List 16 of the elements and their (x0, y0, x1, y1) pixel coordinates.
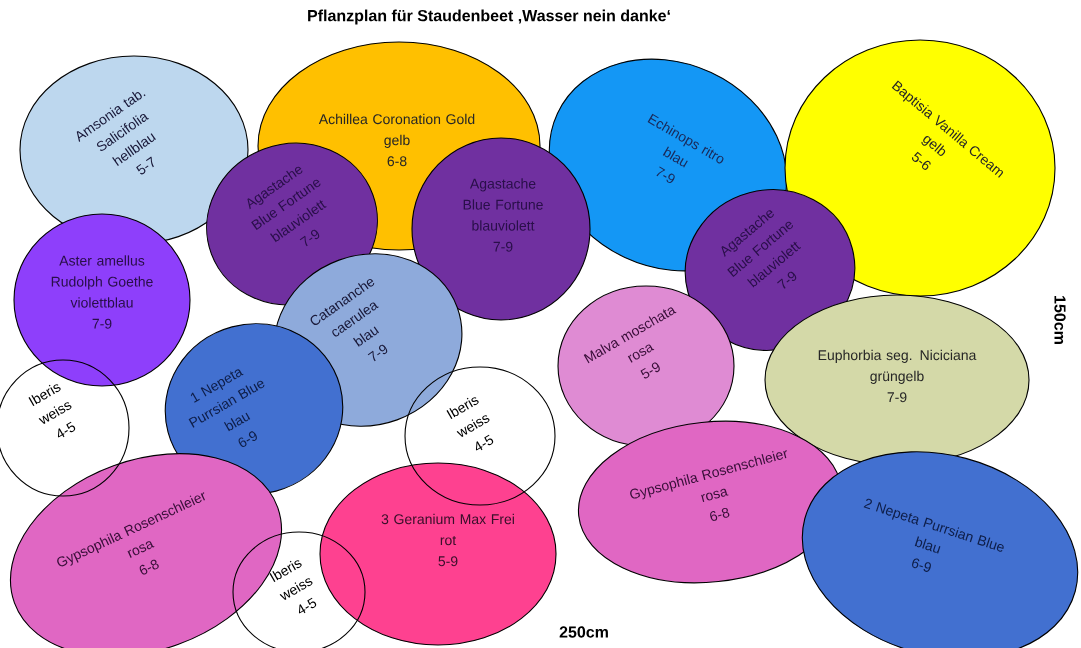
plant-label: Aster amellus Rudolph Goethe violettblau 7-9 (51, 255, 153, 329)
plant-ellipse (557, 285, 735, 447)
plant-label: Iberis weiss 4-5 (269, 560, 317, 614)
plant-label: Iberis weiss 4-5 (446, 397, 494, 451)
plant-label: Euphorbia seg. Niciciana grüngelb 7-9 (818, 349, 977, 403)
plant-label: Iberis weiss 4-5 (28, 384, 76, 438)
title: Pflanzplan für Staudenbeet ‚Wasser nein danke‘ (308, 9, 670, 25)
plant-label: 3 Geranium Max Frei rot 5-9 (381, 513, 514, 567)
plant-label: Achillea Coronation Gold gelb 6-8 (318, 113, 475, 167)
dimension-label: 150cm (1054, 296, 1066, 344)
plant-ellipse (411, 137, 591, 321)
plant-ellipse (801, 451, 1079, 648)
plant-circle (404, 366, 556, 506)
dimension-label: 250cm (559, 626, 608, 638)
plant-ellipse (319, 462, 557, 646)
plant-label: Agastache Blue Fortune blauviolett 7-9 (463, 178, 543, 252)
